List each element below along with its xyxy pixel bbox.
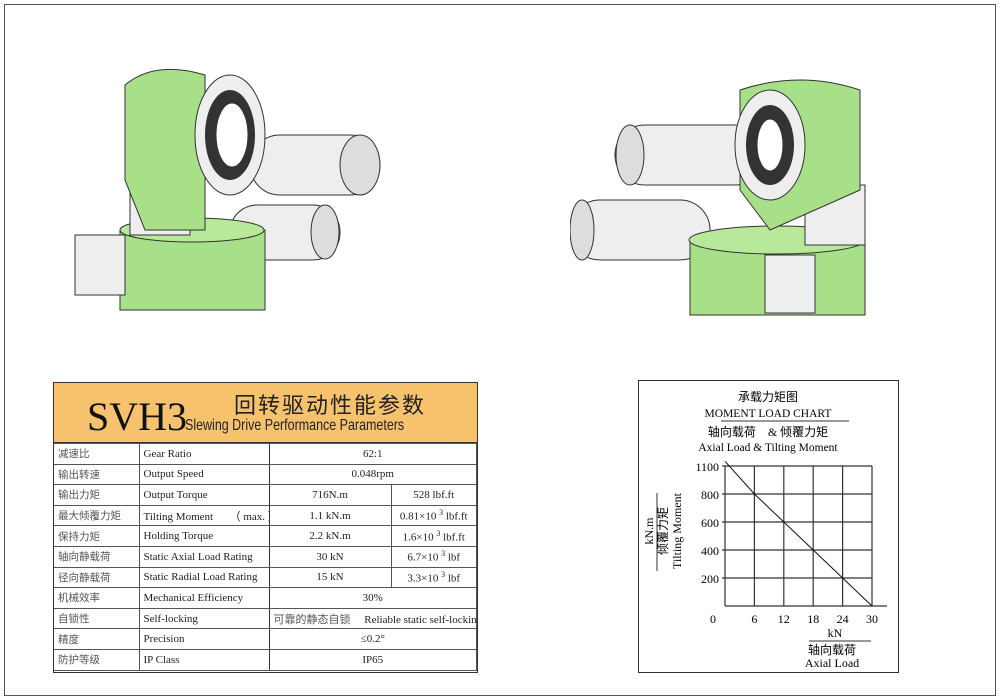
x-tick-label: 24 xyxy=(837,612,849,626)
x-tick-label: 18 xyxy=(807,612,819,626)
origin-label: 0 xyxy=(710,612,716,626)
param-name-en: Holding Torque xyxy=(138,525,270,547)
param-name-en: Output Speed xyxy=(138,463,270,486)
product-image-front xyxy=(74,68,381,311)
performance-parameters-table: SVH3 回转驱动性能参数 Slewing Drive Performance … xyxy=(53,382,478,673)
param-name-en: Self-locking xyxy=(138,607,270,630)
table-header: SVH3 回转驱动性能参数 Slewing Drive Performance … xyxy=(54,383,477,443)
value-imperial: 0.81×10 3 lbf.ft xyxy=(390,504,477,527)
value-imperial: 3.3×10 3 lbf xyxy=(390,566,477,589)
value-imperial: 1.6×10 3 lbf.ft xyxy=(390,525,477,547)
imperial-exponent: 3 xyxy=(436,528,441,538)
model-name: SVH3 xyxy=(87,394,188,439)
param-name-cn: 精度 xyxy=(54,628,140,650)
imperial-base: 6.7×10 xyxy=(407,552,439,565)
x-label-cn: 轴向载荷 xyxy=(808,642,856,657)
param-name-cn: 机械效率 xyxy=(54,587,140,609)
param-name-cn: 输出力矩 xyxy=(54,484,140,506)
param-name-cn: 最大倾覆力矩 xyxy=(54,504,140,527)
imperial-unit: lbf.ft xyxy=(445,510,468,523)
value: 可靠的静态自锁 Reliable static self-locking xyxy=(268,607,477,630)
title-chinese: 回转驱动性能参数 xyxy=(234,393,427,418)
imperial-unit: lbf xyxy=(447,552,461,565)
y-tick-label: 800 xyxy=(701,488,719,502)
y-tick-label: 1100 xyxy=(695,460,719,474)
value-imperial: 6.7×10 3 lbf xyxy=(390,545,477,568)
param-note: （ max. ） xyxy=(229,510,268,523)
param-name-cn: 减速比 xyxy=(54,443,140,465)
param-name-en: IP Class xyxy=(138,648,270,671)
chart-title: MOMENT LOAD CHART xyxy=(705,408,832,420)
imperial-exponent: 3 xyxy=(441,570,446,580)
param-name-en: Mechanical Efficiency xyxy=(138,587,270,609)
page-frame xyxy=(4,4,996,696)
x-tick-label: 12 xyxy=(778,612,790,626)
value-imperial: 528 lbf.ft xyxy=(390,484,477,506)
chart-title-cn: 承载力矩图 xyxy=(738,390,798,404)
imperial-unit: lbf xyxy=(447,572,461,585)
value-metric: 1.1 kN.m xyxy=(268,504,392,527)
imperial-exponent: 3 xyxy=(441,549,446,559)
value: 62:1 xyxy=(268,443,477,465)
param-name-cn: 输出转速 xyxy=(54,463,140,486)
y-tick-label: 600 xyxy=(701,516,719,530)
value: IP65 xyxy=(268,648,477,671)
param-name-en: Precision xyxy=(138,628,270,650)
param-label: Tilting Moment xyxy=(143,510,214,523)
param-name-en: Gear Ratio xyxy=(138,443,270,465)
param-name-cn: 径向静载荷 xyxy=(54,566,140,589)
y-label-ylabel_cn: 倾覆力矩 xyxy=(656,507,670,555)
param-name-en: Output Torque xyxy=(138,484,270,506)
chart-subtitle: Axial Load & Tilting Moment xyxy=(698,442,838,454)
x-label: Axial Load xyxy=(805,656,859,670)
value-en: Reliable static self-locking xyxy=(364,613,477,626)
imperial-unit: lbf.ft xyxy=(443,531,465,544)
product-image-back xyxy=(570,79,866,316)
param-name-en: Tilting Moment （ max. ） xyxy=(138,504,270,527)
value-cn: 可靠的静态自锁 xyxy=(273,613,351,626)
param-name-cn: 自锁性 xyxy=(54,607,140,630)
imperial-base: 1.6×10 xyxy=(402,531,434,544)
moment-load-chart: 承载力矩图 MOMENT LOAD CHART 轴向载荷 & 倾覆力矩 Axial L… xyxy=(638,380,899,673)
value: ≤0.2° xyxy=(268,628,477,650)
y-tick-label: 200 xyxy=(701,572,719,586)
value-metric: 30 kN xyxy=(268,545,392,568)
chart-subtitle-cn: 轴向载荷 & 倾覆力矩 xyxy=(708,424,828,439)
y-label-ylabel: Tilting Moment xyxy=(670,492,684,569)
param-name-cn: 保持力矩 xyxy=(54,525,140,547)
value: 0.048rpm xyxy=(268,463,477,486)
value: 30% xyxy=(268,587,477,609)
imperial-base: 3.3×10 xyxy=(407,572,439,585)
imperial-exponent: 3 xyxy=(439,508,444,518)
x-label-unit: kN xyxy=(828,626,843,640)
title-english: Slewing Drive Performance Parameters xyxy=(185,417,405,434)
x-tick-label: 6 xyxy=(751,612,757,626)
imperial-base: 0.81×10 xyxy=(399,510,437,523)
param-name-cn: 轴向静载荷 xyxy=(54,545,140,568)
param-name-en: Static Radial Load Rating xyxy=(138,566,270,589)
y-label-ylabel_unit: kN.m xyxy=(642,517,656,545)
series-line xyxy=(724,460,873,607)
param-name-en: Static Axial Load Rating xyxy=(138,545,270,568)
param-name-cn: 防护等级 xyxy=(54,648,140,671)
value-metric: 2.2 kN.m xyxy=(268,525,392,547)
value-metric: 716N.m xyxy=(268,484,392,506)
y-tick-label: 400 xyxy=(701,544,719,558)
x-tick-label: 30 xyxy=(866,612,878,626)
value-metric: 15 kN xyxy=(268,566,392,589)
